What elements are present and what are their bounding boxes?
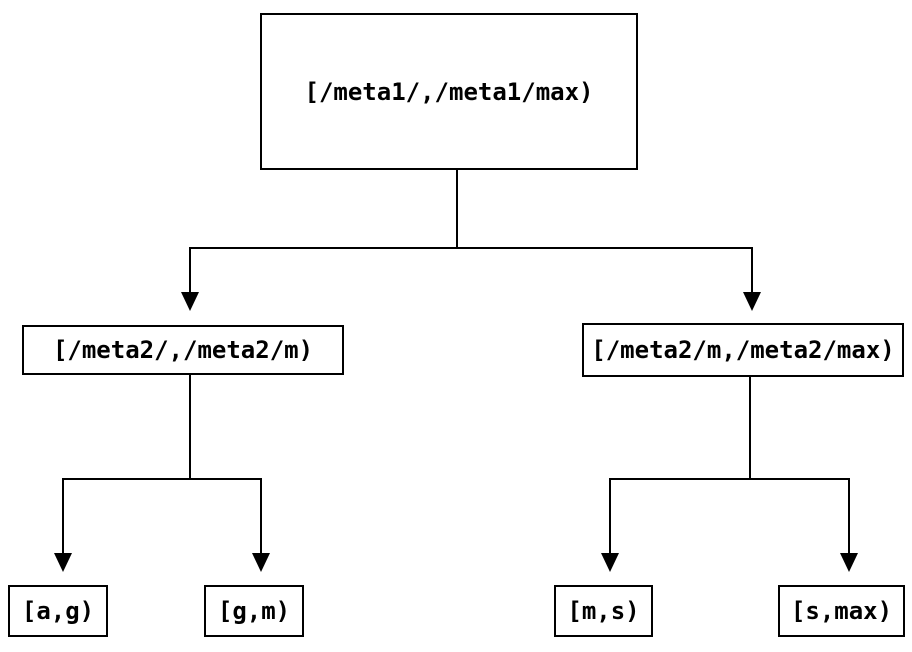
connector-left-crossbar bbox=[62, 478, 262, 480]
node-leaf-gm: [g,m) bbox=[204, 585, 304, 637]
node-left: [/meta2/,/meta2/m) bbox=[22, 325, 344, 375]
connector-left-stem bbox=[189, 375, 191, 480]
connector-left-drop-left bbox=[62, 478, 64, 554]
connector-left-drop-right bbox=[260, 478, 262, 554]
arrow-down-icon bbox=[840, 553, 858, 572]
node-root-label: [/meta1/,/meta1/max) bbox=[304, 77, 594, 106]
node-right: [/meta2/m,/meta2/max) bbox=[582, 323, 904, 377]
node-leaf-ag-label: [a,g) bbox=[21, 597, 95, 625]
node-right-label: [/meta2/m,/meta2/max) bbox=[591, 336, 895, 364]
node-leaf-smax-label: [s,max) bbox=[790, 597, 893, 625]
arrow-down-icon bbox=[743, 292, 761, 311]
arrow-down-icon bbox=[601, 553, 619, 572]
connector-root-stem bbox=[456, 170, 458, 248]
node-left-label: [/meta2/,/meta2/m) bbox=[52, 336, 314, 364]
connector-right-crossbar bbox=[609, 478, 850, 480]
arrow-down-icon bbox=[54, 553, 72, 572]
node-leaf-gm-label: [g,m) bbox=[217, 597, 291, 625]
node-root: [/meta1/,/meta1/max) bbox=[260, 13, 638, 170]
connector-right-drop-right bbox=[848, 478, 850, 554]
node-leaf-ms-label: [m,s) bbox=[567, 597, 640, 625]
node-leaf-smax: [s,max) bbox=[778, 585, 905, 637]
connector-root-crossbar bbox=[189, 247, 753, 249]
arrow-down-icon bbox=[252, 553, 270, 572]
connector-root-drop-right bbox=[751, 247, 753, 293]
connector-root-drop-left bbox=[189, 247, 191, 293]
node-leaf-ms: [m,s) bbox=[554, 585, 653, 637]
connector-right-stem bbox=[749, 377, 751, 480]
arrow-down-icon bbox=[181, 292, 199, 311]
node-leaf-ag: [a,g) bbox=[8, 585, 108, 637]
connector-right-drop-left bbox=[609, 478, 611, 554]
